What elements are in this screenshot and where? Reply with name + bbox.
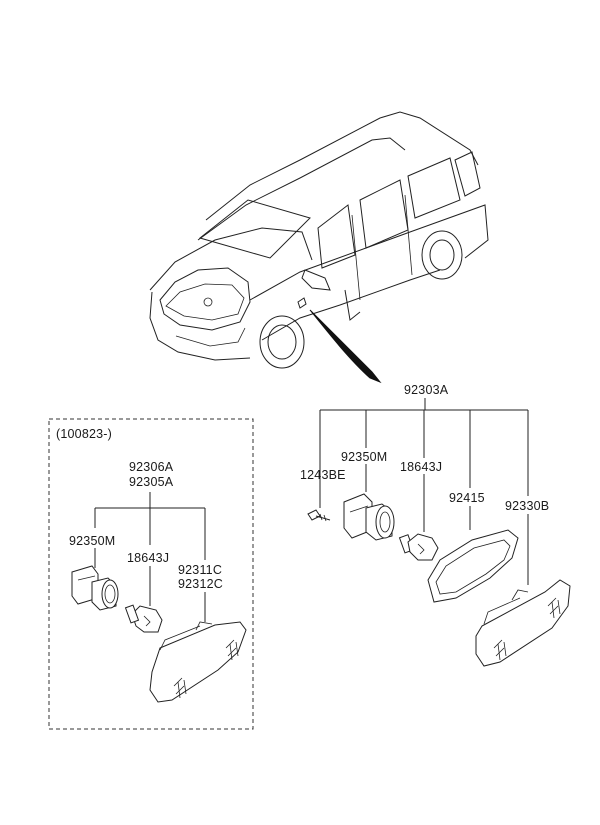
variant-assembly-label-1: 92306A <box>129 460 174 474</box>
main-socket-part <box>343 493 395 541</box>
variant-bulb-label: 18643J <box>127 551 170 565</box>
main-assembly-label: 92303A <box>404 383 449 397</box>
main-bulb-label: 18643J <box>400 460 443 474</box>
main-bulb-part <box>398 533 439 561</box>
main-side-lamp-part <box>475 579 571 667</box>
variant-side-lamp-part <box>149 621 247 703</box>
variant-lamp-label-1: 92311C <box>178 563 223 577</box>
variant-lamp-label-2: 92312C <box>178 577 223 591</box>
variant-box-border <box>48 418 254 730</box>
variant-leader-lines <box>94 492 206 622</box>
main-leader-lines <box>319 398 529 585</box>
screw-label: 1243BE <box>300 468 346 482</box>
variant-bulb-part <box>124 604 163 633</box>
variant-socket-part <box>71 565 119 611</box>
gasket-label: 92415 <box>449 491 485 505</box>
main-socket-label: 92350M <box>341 450 388 464</box>
gasket-part <box>427 529 519 603</box>
screw-part <box>307 509 331 522</box>
variant-assembly-label-2: 92305A <box>129 475 174 489</box>
variant-socket-label: 92350M <box>69 534 116 548</box>
van-illustration <box>149 111 489 384</box>
main-lamp-label: 92330B <box>505 499 550 513</box>
variant-date-label: (100823-) <box>56 427 112 441</box>
